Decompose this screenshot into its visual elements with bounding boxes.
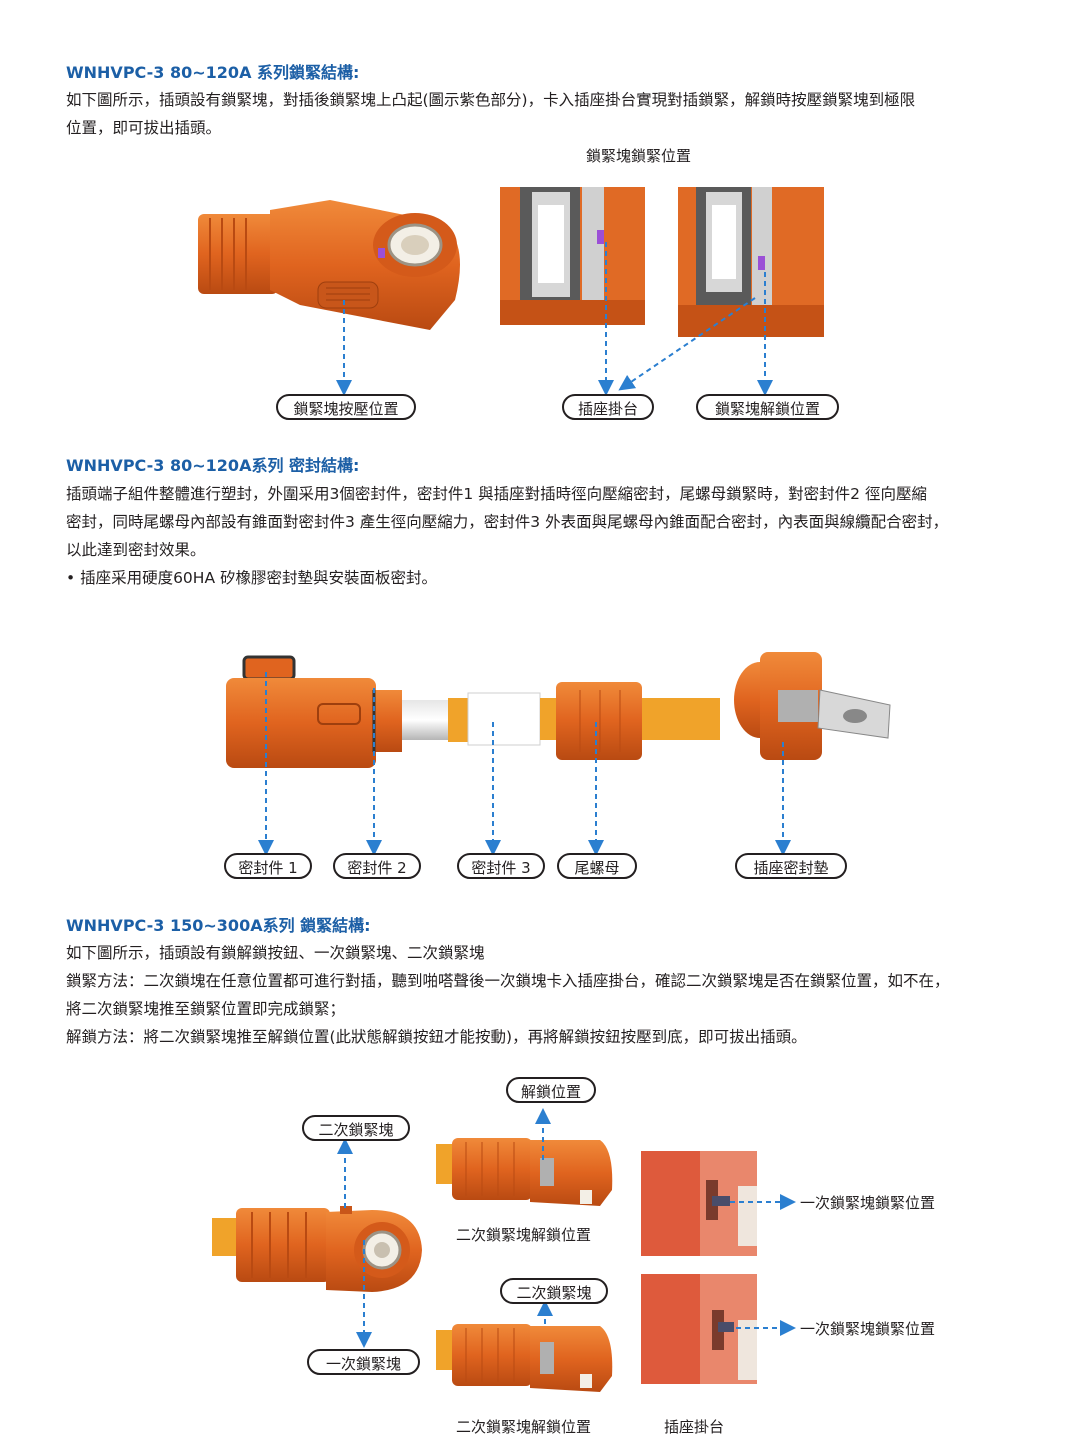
section1-line-2: 位置，即可拔出插頭。 [66,119,222,137]
lock-position-caption: 鎖緊塊鎖緊位置 [586,147,692,165]
caption-secondary-unlock-bottom: 二次鎖緊塊解鎖位置 [456,1418,592,1436]
section2-arrows [258,672,791,856]
label-primary-block: 一次鎖緊塊 [307,1349,420,1375]
label-socket-gasket: 插座密封墊 [735,853,847,879]
section1-line-1: 如下圖所示，插頭設有鎖緊塊，對插後鎖緊塊上凸起(圖示紫色部分)，卡入插座掛台實現… [66,91,916,109]
caption-socket-ledge: 插座掛台 [664,1418,725,1436]
section3-paragraph: 如下圖所示，插頭設有鎖解鎖按鈕、一次鎖緊塊、二次鎖緊塊 鎖緊方法：二次鎖塊在任意… [66,939,950,1051]
section3-line-2: 鎖緊方法：二次鎖塊在任意位置都可進行對插，聽到啪嗒聲後一次鎖塊卡入插座掛台，確認… [66,972,950,990]
caption-primary-lock-bottom: 一次鎖緊塊鎖緊位置 [800,1320,936,1338]
caption-primary-lock-top: 一次鎖緊塊鎖緊位置 [800,1194,936,1212]
section1-heading: WNHVPC-3 80~120A 系列鎖緊結構: [66,63,360,82]
label-socket-ledge: 插座掛台 [562,394,654,420]
label-seal-1: 密封件 1 [224,853,312,879]
connector-unlock-bottom-image [436,1324,613,1392]
cutaway-image-top [641,1151,757,1256]
lock-bump-purple [378,248,385,258]
section3-heading: WNHVPC-3 150~300A系列 鎖緊結構: [66,916,371,935]
seal-assembly-image [226,652,891,768]
label-seal-2: 密封件 2 [333,853,421,879]
label-unlock-position: 鎖緊塊解鎖位置 [696,394,839,420]
section1-arrows [336,242,773,396]
section2-line-4: • 插座采用硬度60HA 矽橡膠密封墊與安裝面板密封。 [66,569,437,587]
section1-paragraph: 如下圖所示，插頭設有鎖緊塊，對插後鎖緊塊上凸起(圖示紫色部分)，卡入插座掛台實現… [66,86,915,142]
label-seal-3: 密封件 3 [457,853,545,879]
label-secondary-block: 二次鎖緊塊 [302,1115,410,1141]
label-secondary-block-2: 二次鎖緊塊 [500,1278,608,1304]
label-tail-nut: 尾螺母 [557,853,637,879]
section2-heading: WNHVPC-3 80~120A系列 密封結構: [66,456,360,475]
connector-150-300a-image [212,1206,422,1292]
cutaway-image-bottom [641,1274,757,1384]
section2-line-3: 以此達到密封效果。 [66,541,206,559]
connector-unlock-top-image [436,1138,613,1206]
label-press-position: 鎖緊塊按壓位置 [276,394,416,420]
section3-line-1: 如下圖所示，插頭設有鎖解鎖按鈕、一次鎖緊塊、二次鎖緊塊 [66,944,485,962]
cross-section-image-1 [500,187,645,325]
section2-paragraph: 插頭端子組件整體進行塑封，外圍采用3個密封件，密封件1 與插座對插時徑向壓縮密封… [66,480,948,592]
section2-line-2: 密封，同時尾螺母內部設有錐面對密封件3 產生徑向壓縮力，密封件3 外表面與尾螺母… [66,513,949,531]
section3-line-3: 將二次鎖緊塊推至鎖緊位置即完成鎖緊； [66,1000,346,1018]
section3-line-4: 解鎖方法：將二次鎖緊塊推至解鎖位置(此狀態解鎖按鈕才能按動)，再將解鎖按鈕按壓到… [66,1028,807,1046]
section3-arrows [337,1108,796,1348]
cross-section-image-2 [678,187,824,337]
section2-line-1: 插頭端子組件整體進行塑封，外圍采用3個密封件，密封件1 與插座對插時徑向壓縮密封… [66,485,927,503]
label-unlock-position-s3: 解鎖位置 [506,1077,596,1103]
caption-secondary-unlock-top: 二次鎖緊塊解鎖位置 [456,1226,592,1244]
connector-80-120a-image [198,200,460,330]
